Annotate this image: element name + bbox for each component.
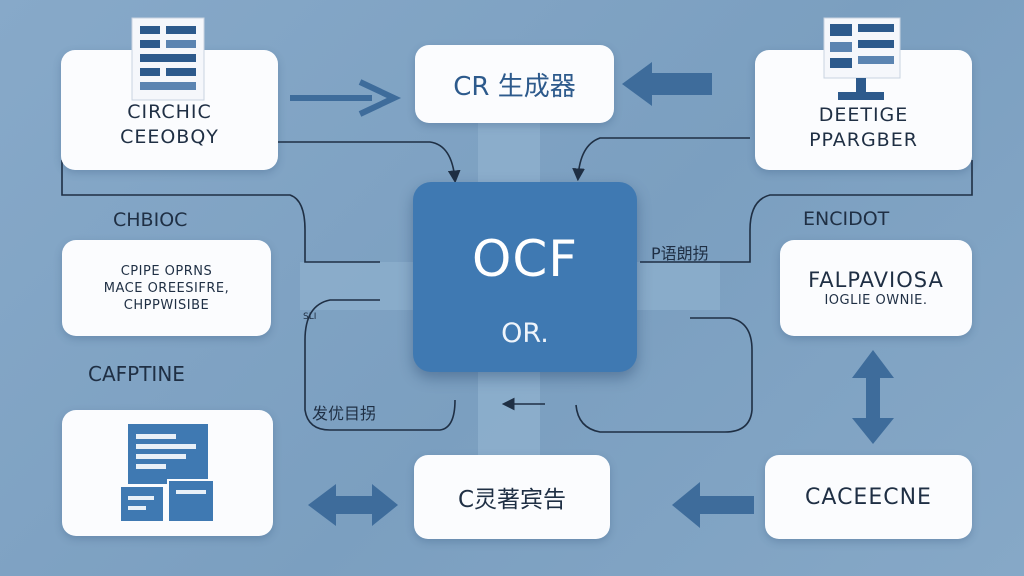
arrow-right-icon	[290, 79, 402, 117]
connector-topright-center	[572, 137, 750, 182]
connector-right-loop	[575, 317, 753, 433]
node-bottom-right-label: CACEECNE	[805, 484, 932, 510]
center-sub-label: OR.	[501, 318, 549, 349]
node-top-left[interactable]: CIRCHIC CEEOBQY	[61, 50, 278, 170]
label-center-right: P语朗拐	[651, 244, 709, 263]
node-top-right-line2: PPARGBER	[809, 129, 918, 151]
node-bottom-center[interactable]: C灵著宾告	[414, 455, 610, 539]
arrow-left-icon-bottom	[672, 482, 754, 528]
node-bottom-center-label: C灵著宾告	[457, 487, 567, 513]
node-mid-right-line1: FALPAVIOSA	[808, 267, 944, 292]
arrow-left-icon	[622, 62, 712, 106]
node-bottom-right[interactable]: CACEECNE	[765, 455, 972, 539]
document-icon	[131, 17, 205, 101]
label-bottom-left-path: 发优目拐	[312, 404, 377, 423]
center-node[interactable]: OCF OR.	[413, 182, 637, 372]
node-mid-right[interactable]: FALPAVIOSA IOGLIE OWNIE.	[780, 240, 972, 336]
double-arrow-icon	[308, 484, 398, 526]
node-mid-left-line1: CPIPE OPRNS	[120, 263, 213, 279]
node-top-center[interactable]: CR 生成器	[415, 45, 614, 123]
node-top-right[interactable]: DEETIGE PPARGBER	[755, 50, 972, 170]
label-left-mid: CHBIOC	[113, 209, 188, 231]
node-top-left-line1: CIRCHIC	[127, 101, 212, 123]
label-left-bottom: CAFPTINE	[88, 362, 185, 386]
node-top-right-line1: DEETIGE	[818, 104, 909, 126]
node-mid-left-line3: CHPPWISIBE	[123, 297, 210, 313]
node-mid-right-line2: IOGLIE OWNIE.	[824, 292, 928, 308]
vertical-double-arrow-icon	[852, 350, 894, 444]
document-icon	[119, 424, 215, 523]
monitor-icon	[823, 17, 901, 100]
connector-left-loop	[304, 299, 456, 431]
label-right-mid: ENCIDOT	[803, 208, 890, 230]
node-top-center-label: CR 生成器	[453, 71, 576, 102]
label-small-left: SLI	[303, 312, 317, 322]
connector-right-center	[640, 160, 973, 263]
connector-left-center	[61, 160, 380, 263]
node-top-left-line2: CEEOBQY	[120, 126, 219, 148]
connector-topleft-center	[278, 141, 461, 184]
center-main-label: OCF	[471, 230, 579, 288]
node-mid-left-line2: MACE OREESIFRE,	[103, 280, 230, 296]
node-mid-left[interactable]: CPIPE OPRNS MACE OREESIFRE, CHPPWISIBE	[62, 240, 271, 336]
